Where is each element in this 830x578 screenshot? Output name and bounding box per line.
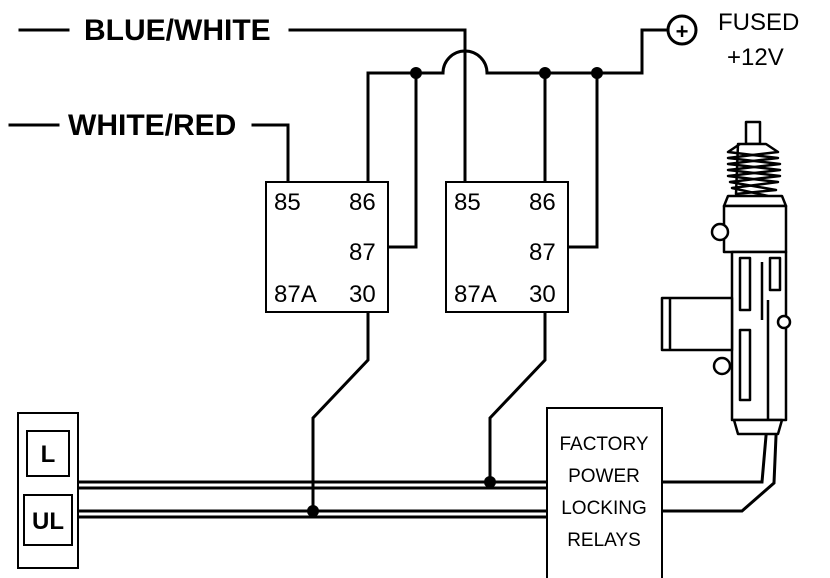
relay-left-pin-85: 85 xyxy=(274,189,301,216)
unlock-button xyxy=(23,494,73,546)
right-relay-30-wire xyxy=(488,310,547,484)
power-bus-wire xyxy=(366,28,670,185)
white-red-wire xyxy=(8,123,290,185)
door-lock-actuator-icon xyxy=(660,120,792,436)
factory-label-line4: RELAYS xyxy=(567,530,641,551)
junction-dot xyxy=(484,476,496,488)
factory-label-line3: LOCKING xyxy=(561,498,647,519)
white-red-label: WHITE/RED xyxy=(68,109,236,142)
relay-right-pin-87a: 87A xyxy=(454,281,497,308)
lock-button xyxy=(26,430,70,477)
factory-label-line2: POWER xyxy=(568,466,640,487)
right-relay-87-wire xyxy=(566,71,599,249)
left-relay-87-wire xyxy=(386,71,418,249)
relay-right: 85 86 87 87A 30 xyxy=(445,181,569,313)
left-relay-30-wire xyxy=(311,310,370,513)
blue-white-wire xyxy=(18,28,467,185)
relay-right-pin-87: 87 xyxy=(529,239,556,266)
relay-left-pin-87: 87 xyxy=(349,239,376,266)
actuator-feed-wire-2 xyxy=(660,434,778,513)
relay-right-pin-85: 85 xyxy=(454,189,481,216)
junction-dot xyxy=(410,67,422,79)
relay-right-pin-86: 86 xyxy=(529,189,556,216)
junction-dot xyxy=(591,67,603,79)
relay-right-body xyxy=(445,181,569,313)
unlock-button-label: UL xyxy=(32,508,64,535)
plus-12v-label: +12V xyxy=(727,44,784,71)
door-lock-switch: L UL xyxy=(17,412,79,569)
relay-right-pin-30: 30 xyxy=(529,281,556,308)
blue-white-label: BLUE/WHITE xyxy=(84,14,271,47)
relay-left-pin-86: 86 xyxy=(349,189,376,216)
factory-relays-box: FACTORY POWER LOCKING RELAYS xyxy=(546,407,663,578)
lock-line-wire xyxy=(76,480,549,490)
relay-left-pin-30: 30 xyxy=(349,281,376,308)
factory-relays-body xyxy=(546,407,663,578)
fused-power-terminal: + FUSED +12V xyxy=(666,9,799,71)
plus-symbol: + xyxy=(676,19,689,44)
relay-left: 85 86 87 87A 30 xyxy=(265,181,389,313)
relay-left-pin-87a: 87A xyxy=(274,281,317,308)
lock-button-label: L xyxy=(41,441,56,468)
actuator-feed-wire-1 xyxy=(660,434,768,484)
relay-left-body xyxy=(265,181,389,313)
plus-terminal-icon xyxy=(666,14,698,46)
junction-dot xyxy=(307,505,319,517)
factory-label-line1: FACTORY xyxy=(559,434,648,455)
junction-group xyxy=(307,67,603,517)
junction-dot xyxy=(539,67,551,79)
fused-label: FUSED xyxy=(718,9,799,36)
